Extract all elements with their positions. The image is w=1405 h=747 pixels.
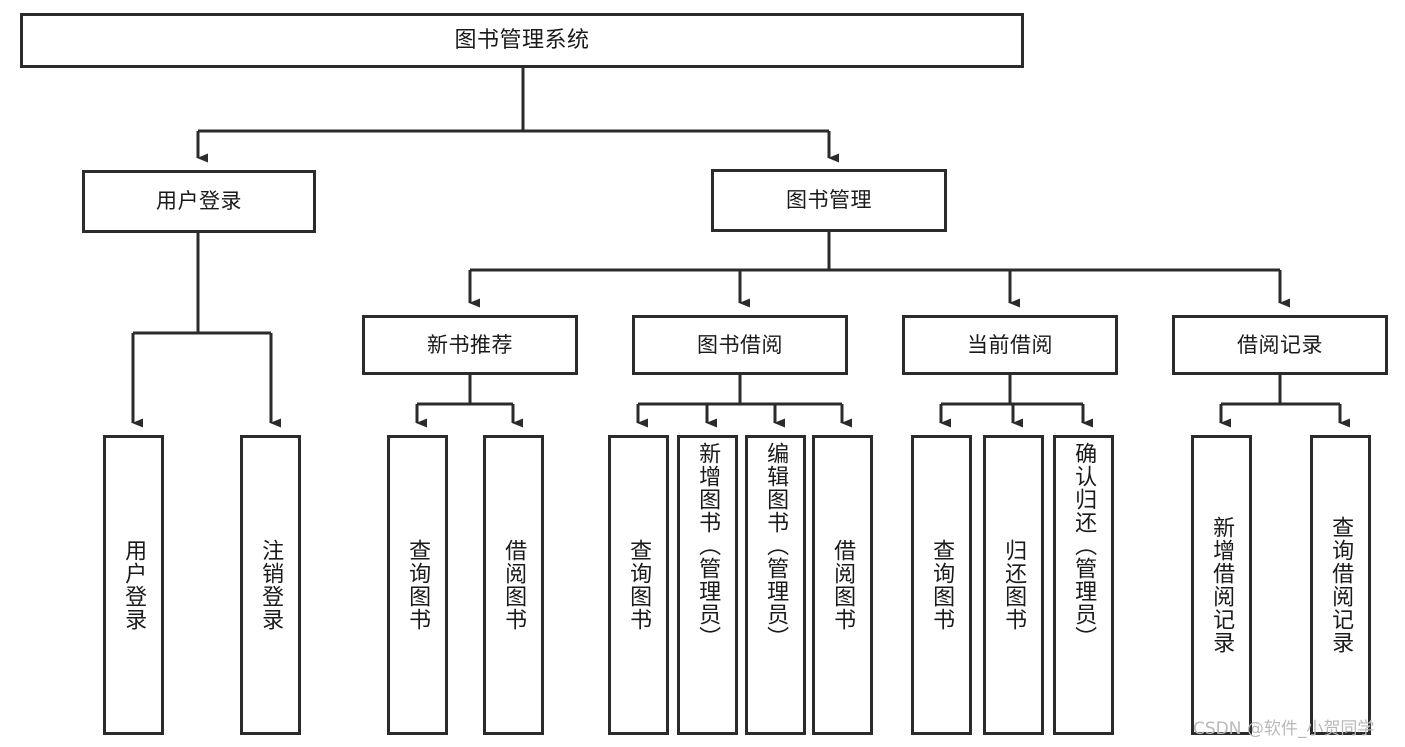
- leaf-user-logout-label: 注销登录: [258, 539, 284, 631]
- node-borrow-record-label: 借阅记录: [1237, 332, 1323, 357]
- leaf-user-login-label: 用户登录: [121, 539, 147, 631]
- node-current-borrow-label: 当前借阅: [967, 332, 1053, 357]
- leaf-query-borrow-record[interactable]: 查询借阅记录: [1310, 435, 1371, 735]
- leaf-confirm-return-admin-label: 确认归还（管理员）: [1071, 442, 1097, 649]
- leaf-query-book-1-label: 查询图书: [405, 539, 431, 631]
- leaf-edit-book-admin[interactable]: 编辑图书（管理员）: [745, 435, 806, 735]
- leaf-add-book-admin[interactable]: 新增图书（管理员）: [677, 435, 738, 735]
- node-new-book-recommend[interactable]: 新书推荐: [362, 315, 578, 375]
- node-book-borrow[interactable]: 图书借阅: [632, 315, 848, 375]
- leaf-borrow-book-1-label: 借阅图书: [501, 539, 527, 631]
- node-borrow-record[interactable]: 借阅记录: [1172, 315, 1388, 375]
- leaf-return-book-label: 归还图书: [1001, 539, 1027, 631]
- leaf-query-book-3-label: 查询图书: [929, 539, 955, 631]
- leaf-edit-book-admin-label: 编辑图书（管理员）: [763, 442, 789, 649]
- node-new-book-recommend-label: 新书推荐: [427, 332, 513, 357]
- leaf-query-book-3[interactable]: 查询图书: [911, 435, 972, 735]
- leaf-query-book-1[interactable]: 查询图书: [387, 435, 448, 735]
- node-root[interactable]: 图书管理系统: [20, 13, 1024, 68]
- leaf-query-book-2-label: 查询图书: [626, 539, 652, 631]
- leaf-confirm-return-admin[interactable]: 确认归还（管理员）: [1053, 435, 1114, 735]
- leaf-return-book[interactable]: 归还图书: [983, 435, 1044, 735]
- leaf-borrow-book-2[interactable]: 借阅图书: [812, 435, 873, 735]
- leaf-borrow-book-2-label: 借阅图书: [830, 539, 856, 631]
- node-book-manage-group[interactable]: 图书管理: [711, 169, 947, 232]
- node-current-borrow[interactable]: 当前借阅: [902, 315, 1118, 375]
- leaf-user-logout[interactable]: 注销登录: [240, 435, 301, 735]
- csdn-watermark: CSDN @软件_小贺同学: [1193, 719, 1375, 739]
- node-user-login-group[interactable]: 用户登录: [82, 170, 316, 233]
- leaf-query-borrow-record-label: 查询借阅记录: [1328, 516, 1354, 654]
- leaf-borrow-book-1[interactable]: 借阅图书: [483, 435, 544, 735]
- leaf-user-login[interactable]: 用户登录: [103, 435, 164, 735]
- node-book-borrow-label: 图书借阅: [697, 332, 783, 357]
- node-user-login-group-label: 用户登录: [156, 189, 242, 214]
- node-book-manage-group-label: 图书管理: [786, 188, 872, 213]
- leaf-add-borrow-record-label: 新增借阅记录: [1209, 516, 1235, 654]
- node-root-label: 图书管理系统: [454, 27, 590, 53]
- leaf-add-borrow-record[interactable]: 新增借阅记录: [1191, 435, 1252, 735]
- leaf-query-book-2[interactable]: 查询图书: [608, 435, 669, 735]
- leaf-add-book-admin-label: 新增图书（管理员）: [695, 442, 721, 649]
